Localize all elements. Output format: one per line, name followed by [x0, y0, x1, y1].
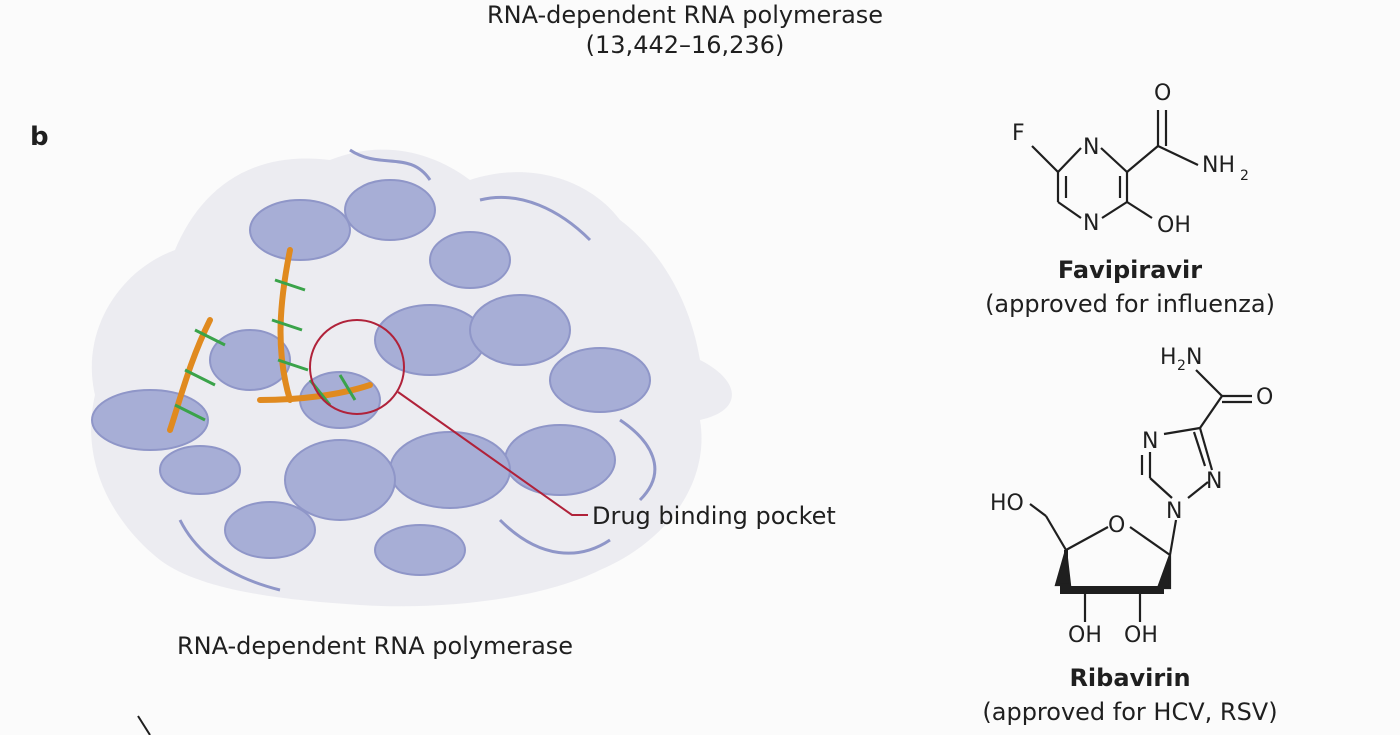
- drug-binding-pocket-leader-line: [397, 391, 588, 516]
- figure-title: RNA-dependent RNA polymerase (13,442–16,…: [400, 0, 970, 60]
- atom-n-triazole-bottom: N: [1166, 499, 1182, 524]
- atom-nh: NH: [1202, 153, 1235, 178]
- protein-loops: [178, 148, 657, 592]
- drug-binding-pocket-circle: [309, 319, 405, 415]
- atom-o: O: [1154, 81, 1171, 106]
- atom-oh: OH: [1157, 213, 1191, 238]
- protein-cartoon: [91, 179, 651, 576]
- figure-title-line2: (13,442–16,236): [585, 31, 785, 59]
- favipiravir-atom-labels: F N N O NH 2 OH: [1012, 81, 1249, 238]
- ribavirin-atom-labels: H 2 N O N N N HO O OH OH: [990, 345, 1273, 648]
- figure-title-line1: RNA-dependent RNA polymerase: [486, 1, 884, 29]
- partial-connector-line: [137, 715, 151, 735]
- atom-o-carbonyl: O: [1256, 385, 1273, 410]
- ribavirin-note: (approved for HCV, RSV): [982, 698, 1278, 726]
- atom-h2n-n: N: [1186, 345, 1202, 370]
- atom-oh-right: OH: [1124, 623, 1158, 648]
- drug-binding-pocket-label: Drug binding pocket: [592, 502, 836, 530]
- protein-caption: RNA-dependent RNA polymerase: [176, 632, 574, 660]
- rna-bases: [174, 278, 357, 422]
- atom-oh-left: OH: [1068, 623, 1102, 648]
- atom-nh-subscript: 2: [1240, 168, 1249, 184]
- ribavirin-name: Ribavirin: [1069, 664, 1191, 692]
- atom-o-ring: O: [1108, 513, 1125, 538]
- favipiravir-structure: [1031, 110, 1199, 219]
- ribavirin-structure: [1029, 369, 1252, 622]
- atom-ho: HO: [990, 491, 1024, 516]
- atom-n-top: N: [1083, 135, 1099, 160]
- favipiravir-note: (approved for influenza): [985, 290, 1275, 318]
- panel-letter: b: [30, 122, 49, 152]
- atom-n-bottom: N: [1083, 211, 1099, 236]
- atom-n-triazole-top: N: [1142, 429, 1158, 454]
- atom-h2n-h: H: [1160, 345, 1177, 370]
- rna-strands: [167, 247, 373, 433]
- atom-n-triazole-right: N: [1206, 469, 1222, 494]
- favipiravir-name: Favipiravir: [1057, 256, 1203, 284]
- atom-f: F: [1012, 121, 1025, 146]
- atom-h2n-subscript: 2: [1177, 358, 1186, 374]
